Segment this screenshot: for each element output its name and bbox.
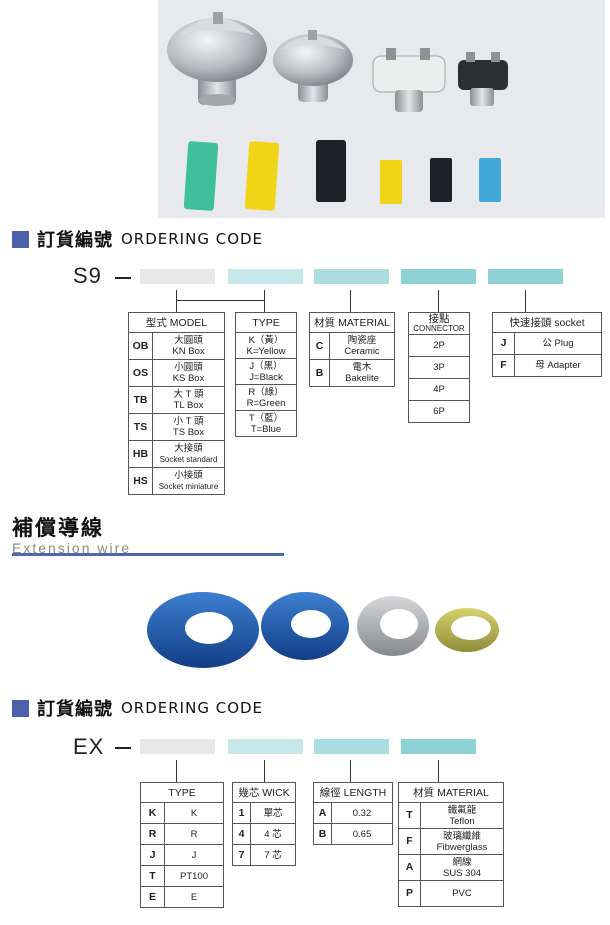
model-table-header: 型式 MODEL xyxy=(128,312,225,333)
type-table: TYPE K（黃）K=Yellow J（黑）J=Black R（綠）R=Gree… xyxy=(235,312,297,437)
leader-line xyxy=(350,760,351,782)
leader-line xyxy=(438,290,439,312)
ordering-code-heading-2: 訂貨編號 ORDERING CODE xyxy=(12,697,264,720)
connector-header-en: CONNECTOR xyxy=(413,323,465,333)
leader-line xyxy=(176,300,264,301)
product-photo xyxy=(158,0,605,218)
table-row: T（藍）T=Blue xyxy=(235,410,297,437)
table-row: J（黑）J=Black xyxy=(235,358,297,385)
heading-zh: 訂貨編號 xyxy=(37,230,113,251)
connector-header-zh: 接點 xyxy=(428,312,450,325)
code-slot-material xyxy=(401,739,476,754)
length-header: 線徑 LENGTH xyxy=(313,782,393,803)
code-slot-model xyxy=(140,269,215,284)
extension-title-en: Extension wire xyxy=(12,540,132,556)
code-dash xyxy=(115,747,131,749)
ordering-code-heading-1: 訂貨編號 ORDERING CODE xyxy=(12,228,264,251)
product-photo-illustration xyxy=(167,12,508,211)
leader-line xyxy=(264,290,265,312)
table-row: F 母 Adapter xyxy=(492,354,602,377)
leader-line xyxy=(525,290,526,312)
table-row: J 公 Plug xyxy=(492,332,602,355)
leader-line xyxy=(350,290,351,312)
leader-line xyxy=(176,760,177,782)
code-slot-type xyxy=(228,269,303,284)
large-round-head-image xyxy=(167,12,267,106)
type-table-header: TYPE xyxy=(235,312,297,333)
wire-type-header: TYPE xyxy=(140,782,224,803)
code-slot-type xyxy=(140,739,215,754)
heading-square-icon xyxy=(12,230,29,248)
code-slot-socket xyxy=(488,269,563,284)
heading-en: ORDERING CODE xyxy=(121,699,264,717)
leader-line xyxy=(264,760,265,782)
small-round-head-image xyxy=(273,30,353,102)
code-slot-wick xyxy=(228,739,303,754)
heading-zh: 訂貨編號 xyxy=(37,699,113,720)
wick-header: 幾芯 WICK xyxy=(232,782,296,803)
wire-coils-photo xyxy=(145,582,505,672)
socket-table-header: 快速接頭 socket xyxy=(492,312,602,333)
code-dash xyxy=(115,277,131,279)
small-t-head-image xyxy=(458,52,508,106)
table-row: 6P xyxy=(408,400,470,423)
large-t-head-image xyxy=(372,48,446,112)
table-row: 2P xyxy=(408,334,470,357)
leader-line xyxy=(176,300,177,312)
blue-coil-medium xyxy=(261,592,349,660)
heading-en: ORDERING CODE xyxy=(121,230,264,248)
table-row: 3P xyxy=(408,356,470,379)
table-row: K（黃）K=Yellow xyxy=(235,332,297,359)
heading-square-icon xyxy=(12,699,29,717)
extension-underline xyxy=(12,553,284,556)
socket-table: 快速接頭 socket J 公 Plug F 母 Adapter xyxy=(492,312,602,377)
connector-blocks-image xyxy=(183,140,501,211)
wire-material-header: 材質 MATERIAL xyxy=(398,782,504,803)
silver-coil xyxy=(357,596,429,656)
blue-coil-large xyxy=(147,592,259,668)
code-slot-length xyxy=(314,739,389,754)
yellow-coil xyxy=(435,608,499,652)
table-row: 4P xyxy=(408,378,470,401)
material-table-header: 材質 MATERIAL xyxy=(309,312,395,333)
table-row: R（綠）R=Green xyxy=(235,384,297,411)
leader-line xyxy=(438,760,439,782)
code-slot-connector xyxy=(401,269,476,284)
code-slot-material xyxy=(314,269,389,284)
leader-line xyxy=(176,290,177,300)
extension-title-zh: 補償導線 xyxy=(12,516,104,540)
wire-coils-illustration xyxy=(147,592,499,668)
code-prefix-ex: EX xyxy=(73,734,105,759)
code-prefix-s9: S9 xyxy=(73,263,102,288)
